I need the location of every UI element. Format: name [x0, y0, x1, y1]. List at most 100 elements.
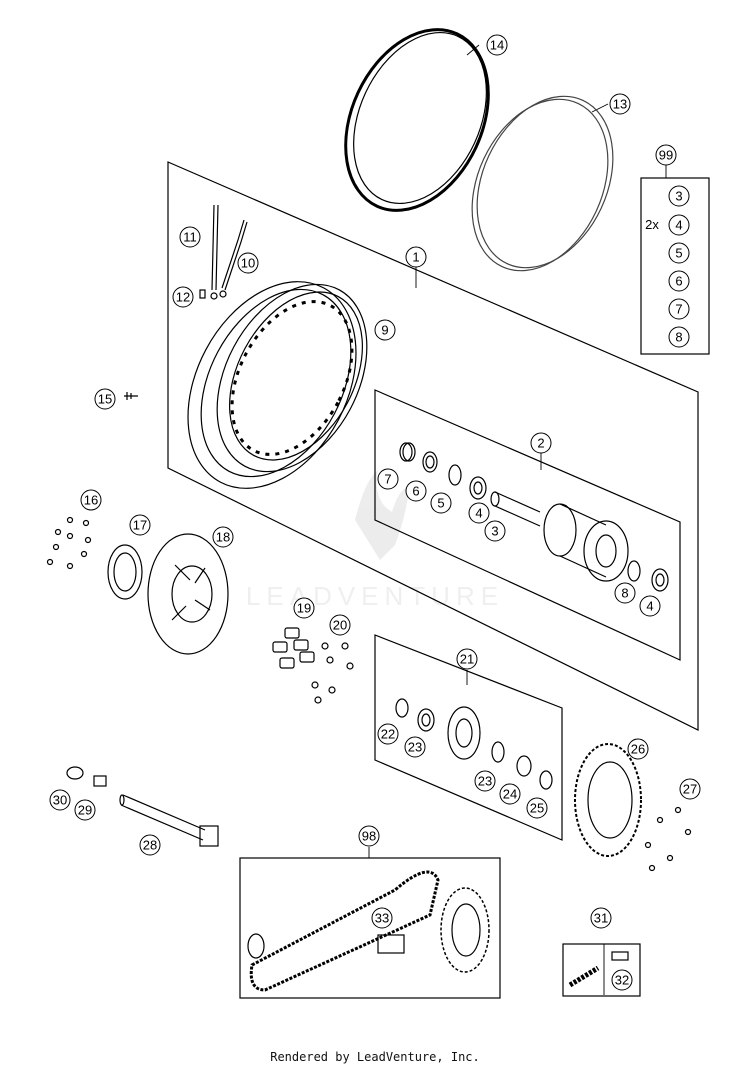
callout-6: 6 [668, 270, 690, 292]
callout-number: 98 [362, 829, 376, 844]
callout-number: 4 [475, 506, 482, 521]
callout-8: 8 [668, 326, 690, 348]
callout-number: 30 [53, 793, 67, 808]
callout-number: 26 [631, 742, 645, 757]
callout-number: 6 [675, 274, 682, 289]
callout-number: 22 [381, 727, 395, 742]
callout-number: 14 [490, 38, 504, 53]
callout-number: 5 [675, 246, 682, 261]
callout-16: 16 [80, 489, 102, 511]
bearing-kit-box [640, 177, 710, 355]
callout-number: 32 [615, 973, 629, 988]
callout-circle [129, 514, 151, 536]
callout-circle [404, 736, 426, 758]
callout-number: 12 [176, 290, 190, 305]
callout-26: 26 [627, 738, 649, 760]
callout-circle [614, 582, 636, 604]
callout-33: 33 [371, 907, 393, 929]
callout-3: 3 [484, 520, 506, 542]
callout-circle [139, 834, 161, 856]
callout-number: 31 [594, 911, 608, 926]
callout-11: 11 [179, 226, 201, 248]
wheel-assembly-box [167, 161, 699, 731]
callout-number: 27 [683, 782, 697, 797]
rear-sprocket [574, 743, 642, 857]
callout-5: 5 [430, 492, 452, 514]
callout-circle [329, 614, 351, 636]
callout-14: 14 [486, 34, 508, 56]
callout-number: 8 [621, 586, 628, 601]
tire-band [471, 95, 614, 272]
abs-sensor-ring [107, 544, 143, 600]
callout-number: 3 [675, 189, 682, 204]
callout-32: 32 [611, 969, 633, 991]
disc-bolts [46, 516, 92, 570]
callout-20: 20 [329, 614, 351, 636]
callout-number: 8 [675, 330, 682, 345]
callout-18: 18 [212, 526, 234, 548]
chain-link-drawing [568, 951, 629, 988]
tire-valve [124, 392, 138, 400]
callout-5: 5 [668, 242, 690, 264]
wheel-axle [66, 766, 219, 847]
callout-circle [374, 319, 396, 341]
callout-number: 1 [412, 250, 419, 265]
callout-7: 7 [377, 468, 399, 490]
callout-27: 27 [679, 778, 701, 800]
sprocket-bolts [644, 806, 692, 872]
callout-circle [468, 502, 490, 524]
callout-8: 8 [614, 582, 636, 604]
callout-21: 21 [456, 648, 478, 670]
callout-circle [358, 825, 380, 847]
spokes [199, 204, 248, 300]
carrier-parts [395, 698, 553, 790]
callout-circle [679, 778, 701, 800]
callout-4: 4 [668, 214, 690, 236]
callout-15: 15 [94, 388, 116, 410]
callout-circle [484, 520, 506, 542]
callout-10: 10 [237, 252, 259, 274]
callout-circle [590, 907, 612, 929]
callout-12: 12 [172, 286, 194, 308]
callout-number: 6 [412, 484, 419, 499]
callout-circle [627, 738, 649, 760]
brake-disc [147, 533, 229, 655]
callout-circle [486, 34, 508, 56]
callout-labels: 1233444556677889101112131415161718192021… [49, 34, 701, 991]
callout-number: 25 [530, 801, 544, 816]
callout-circle [377, 468, 399, 490]
hub-assembly-box [374, 389, 681, 661]
callout-number: 16 [84, 493, 98, 508]
kit-quantity: 2x [645, 217, 659, 232]
callout-circle [94, 388, 116, 410]
callout-circle [668, 270, 690, 292]
callout-circle [405, 480, 427, 502]
callout-number: 99 [659, 148, 673, 163]
callout-circle [474, 770, 496, 792]
callout-number: 18 [216, 530, 230, 545]
callout-number: 28 [143, 838, 157, 853]
callout-circle [499, 783, 521, 805]
chain-kit-box [239, 857, 501, 999]
callout-19: 19 [293, 597, 315, 619]
callout-number: 11 [183, 230, 197, 245]
callout-17: 17 [129, 514, 151, 536]
callout-2: 2 [530, 432, 552, 454]
callout-98: 98 [358, 825, 380, 847]
cush-drive-dampers [272, 627, 354, 704]
callout-1: 1 [405, 246, 427, 268]
callout-number: 33 [375, 911, 389, 926]
callout-number: 23 [478, 774, 492, 789]
callout-23: 23 [474, 770, 496, 792]
callout-number: 15 [98, 392, 112, 407]
callout-circle [526, 797, 548, 819]
callout-circle [405, 246, 427, 268]
callout-number: 10 [241, 256, 255, 271]
callout-circle [430, 492, 452, 514]
callout-number: 5 [437, 496, 444, 511]
callout-number: 21 [460, 652, 474, 667]
callout-circle [639, 595, 661, 617]
callout-circle [611, 969, 633, 991]
callout-circle [74, 799, 96, 821]
